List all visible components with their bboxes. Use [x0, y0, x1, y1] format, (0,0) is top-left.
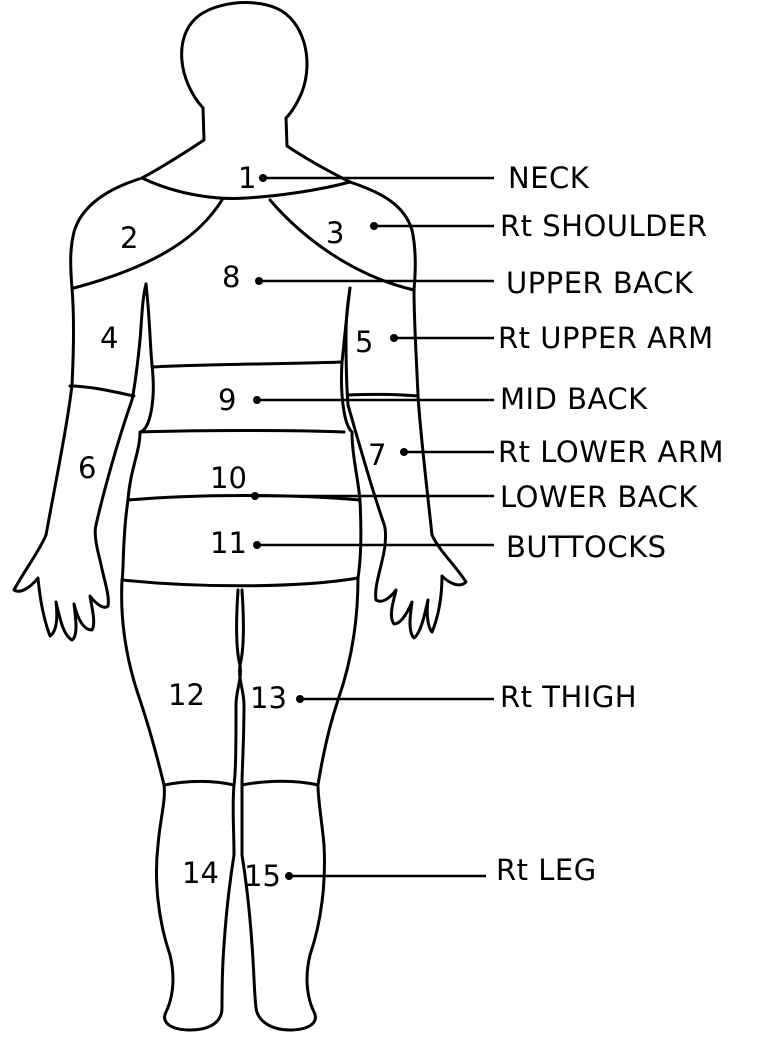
shoulder-divider-left — [74, 200, 222, 288]
region-number: 3 — [326, 216, 344, 250]
region-number: 1 — [238, 161, 256, 195]
region-labels: NECK Rt SHOULDER UPPER BACK Rt UPPER ARM… — [496, 161, 724, 887]
label-rt-leg: Rt LEG — [496, 853, 597, 887]
label-neck: NECK — [508, 161, 590, 195]
label-rt-upper-arm: Rt UPPER ARM — [498, 321, 714, 355]
right-leg-outline — [242, 578, 358, 1030]
region-number: 14 — [182, 856, 219, 890]
region-number: 4 — [100, 321, 118, 355]
region-number: 11 — [210, 526, 247, 560]
region-number: 15 — [244, 859, 281, 893]
leader-lines — [251, 174, 494, 880]
region-number: 2 — [120, 221, 138, 255]
right-arm-inner — [346, 288, 384, 524]
region-number: 7 — [368, 438, 386, 472]
mid-back-bottom — [140, 431, 344, 433]
region-number: 6 — [78, 451, 96, 485]
region-number: 13 — [250, 681, 287, 715]
upper-arm-divider-right — [348, 394, 418, 396]
inner-thigh-line-right — [240, 590, 244, 785]
buttocks-bottom — [122, 578, 358, 586]
upper-arm-divider-left — [70, 386, 134, 396]
region-number: 8 — [222, 260, 240, 294]
region-number: 9 — [218, 383, 236, 417]
label-rt-shoulder: Rt SHOULDER — [500, 209, 707, 243]
thigh-bottom-left — [164, 781, 234, 785]
label-buttocks: BUTTOCKS — [506, 530, 667, 564]
inner-thigh-line — [234, 590, 240, 785]
neck-outline-right — [286, 118, 350, 182]
label-rt-lower-arm: Rt LOWER ARM — [498, 435, 724, 469]
label-rt-thigh: Rt THIGH — [500, 680, 637, 714]
region-number: 10 — [210, 461, 247, 495]
head-outline — [182, 3, 307, 118]
label-lower-back: LOWER BACK — [500, 480, 698, 514]
neck-outline — [142, 108, 204, 178]
hips-lower-edge — [122, 580, 234, 1030]
region-number: 12 — [168, 678, 205, 712]
region-number: 5 — [355, 325, 373, 359]
label-upper-back: UPPER BACK — [506, 266, 694, 300]
thigh-bottom-right — [242, 781, 318, 785]
mid-back-top — [152, 362, 342, 367]
label-mid-back: MID BACK — [500, 382, 648, 416]
right-arm-outer — [350, 182, 466, 638]
